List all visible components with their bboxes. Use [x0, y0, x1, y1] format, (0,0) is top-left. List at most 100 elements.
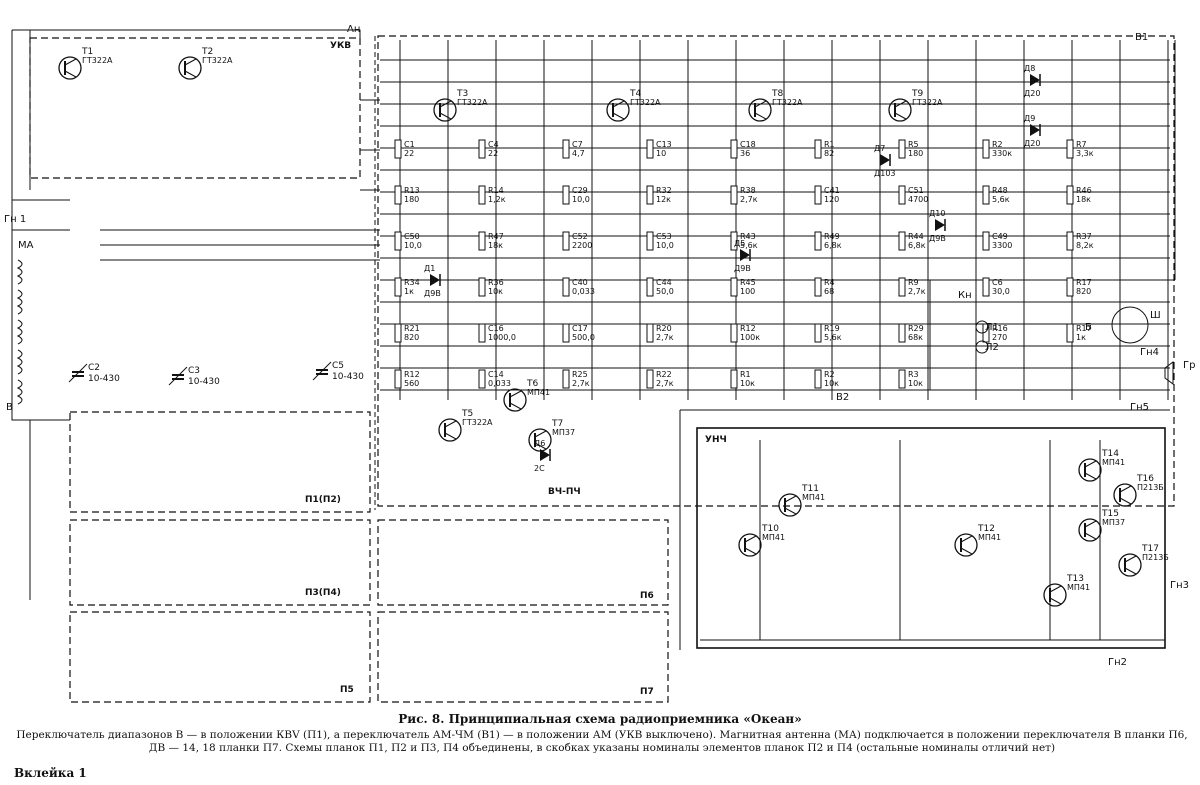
- component-r32: [646, 185, 654, 205]
- transistor-type: МП41: [978, 533, 1001, 542]
- component-r19: [814, 323, 822, 343]
- varcap-ref: C5: [332, 361, 344, 371]
- transistor-emitter: [960, 547, 973, 555]
- component-value: 22: [404, 149, 414, 158]
- component-value: 2200: [572, 241, 592, 250]
- transistor-ref: T3: [456, 89, 468, 99]
- transistor-collector: [894, 100, 907, 108]
- lamp-icon: [975, 340, 989, 354]
- component-value: 2,7к: [572, 379, 590, 388]
- component-value: 10к: [908, 379, 923, 388]
- diode-4: [1030, 74, 1040, 86]
- component-ref: R2: [992, 140, 1003, 149]
- transistor-collector: [1119, 485, 1132, 493]
- coil-l12: [16, 379, 23, 405]
- transistor-collector: [744, 535, 757, 543]
- component-value: 180: [908, 149, 923, 158]
- block-label-vch: ВЧ-ПЧ: [548, 487, 581, 497]
- transistor-t5: [438, 418, 462, 442]
- component-value: 180: [404, 195, 419, 204]
- component-value: 2,7к: [908, 287, 926, 296]
- component-c29: [562, 185, 570, 205]
- transistor-collector: [1084, 460, 1097, 468]
- component-r17: [1066, 277, 1074, 297]
- varcap-value: 10-430: [332, 372, 364, 382]
- transistor-ref: T5: [461, 409, 473, 419]
- block-frame-p1: [69, 411, 371, 513]
- component-ref: C52: [572, 232, 588, 241]
- component-ref: R48: [992, 186, 1008, 195]
- transistor-emitter: [1119, 497, 1132, 505]
- varcap-value: 10-430: [188, 377, 220, 387]
- component-value: 3300: [992, 241, 1012, 250]
- component-r1: [730, 369, 738, 389]
- block-label-p7: П7: [640, 687, 654, 697]
- component-ref: R19: [824, 324, 840, 333]
- component-r12: [730, 323, 738, 343]
- component-ref: R1: [740, 370, 751, 379]
- transistor-ref: T15: [1101, 509, 1119, 519]
- transistor-emitter: [64, 70, 77, 78]
- component-ref: R36: [488, 278, 504, 287]
- transistor-emitter: [534, 442, 547, 450]
- transistor-emitter: [1124, 567, 1137, 575]
- component-value: 820: [1076, 287, 1091, 296]
- transistor-t3: [433, 98, 457, 122]
- component-c17: [562, 323, 570, 343]
- connector-2: Гн3: [1170, 580, 1189, 591]
- component-value: 10,0: [404, 241, 422, 250]
- transistor-collector: [1049, 585, 1062, 593]
- component-value: 10,0: [656, 241, 674, 250]
- component-ref: R2: [824, 370, 835, 379]
- diode-6: [935, 219, 945, 231]
- component-c53: [646, 231, 654, 251]
- block-label-unch: УНЧ: [705, 435, 727, 445]
- connector-7: Ш: [1150, 310, 1161, 321]
- diode-type: Д103: [874, 169, 896, 178]
- components: T1ГТ322АT2ГТ322АT3ГТ322АT4ГТ322АT5ГТ322А…: [4, 24, 1195, 668]
- varcap-ref: C3: [188, 366, 200, 376]
- component-value: 12к: [656, 195, 671, 204]
- connector-15: В: [6, 402, 13, 413]
- transistor-type: ГТ322А: [912, 98, 943, 107]
- transistor-emitter: [444, 432, 457, 440]
- block-label-p1: П1(П2): [305, 495, 341, 505]
- component-ref: C29: [572, 186, 588, 195]
- component-ref: R45: [740, 278, 756, 287]
- component-value: 22: [488, 149, 498, 158]
- transistor-ref: T14: [1101, 449, 1119, 459]
- transistor-t14: [1078, 458, 1102, 482]
- transistor-type: ГТ322А: [462, 418, 493, 427]
- component-r44: [898, 231, 906, 251]
- component-r7: [1066, 139, 1074, 159]
- component-r22: [646, 369, 654, 389]
- transistor-type: МП41: [1067, 583, 1090, 592]
- transistor-t10: [738, 533, 762, 557]
- component-value: 1к: [404, 287, 414, 296]
- component-ref: R5: [908, 140, 919, 149]
- transistor-type: МП41: [527, 388, 550, 397]
- transistor-t11: [778, 493, 802, 517]
- transistor-t2: [178, 56, 202, 80]
- component-ref: R25: [572, 370, 588, 379]
- component-ref: R16: [992, 324, 1008, 333]
- component-ref: C7: [572, 140, 583, 149]
- coil-l8: [16, 259, 23, 285]
- transistor-ref: T9: [911, 89, 923, 99]
- transistor-collector: [784, 495, 797, 503]
- block-label-p3: П3(П4): [305, 588, 341, 598]
- transistor-ref: T1: [81, 47, 93, 57]
- component-value: 68к: [908, 333, 923, 342]
- component-r29: [898, 323, 906, 343]
- component-c52: [562, 231, 570, 251]
- component-value: 1к: [1076, 333, 1086, 342]
- component-r3: [898, 369, 906, 389]
- component-c1: [394, 139, 402, 159]
- component-c13: [646, 139, 654, 159]
- component-ref: R3: [908, 370, 919, 379]
- component-r36: [478, 277, 486, 297]
- component-ref: R14: [488, 186, 504, 195]
- component-ref: C4: [488, 140, 499, 149]
- component-value: 100: [740, 287, 755, 296]
